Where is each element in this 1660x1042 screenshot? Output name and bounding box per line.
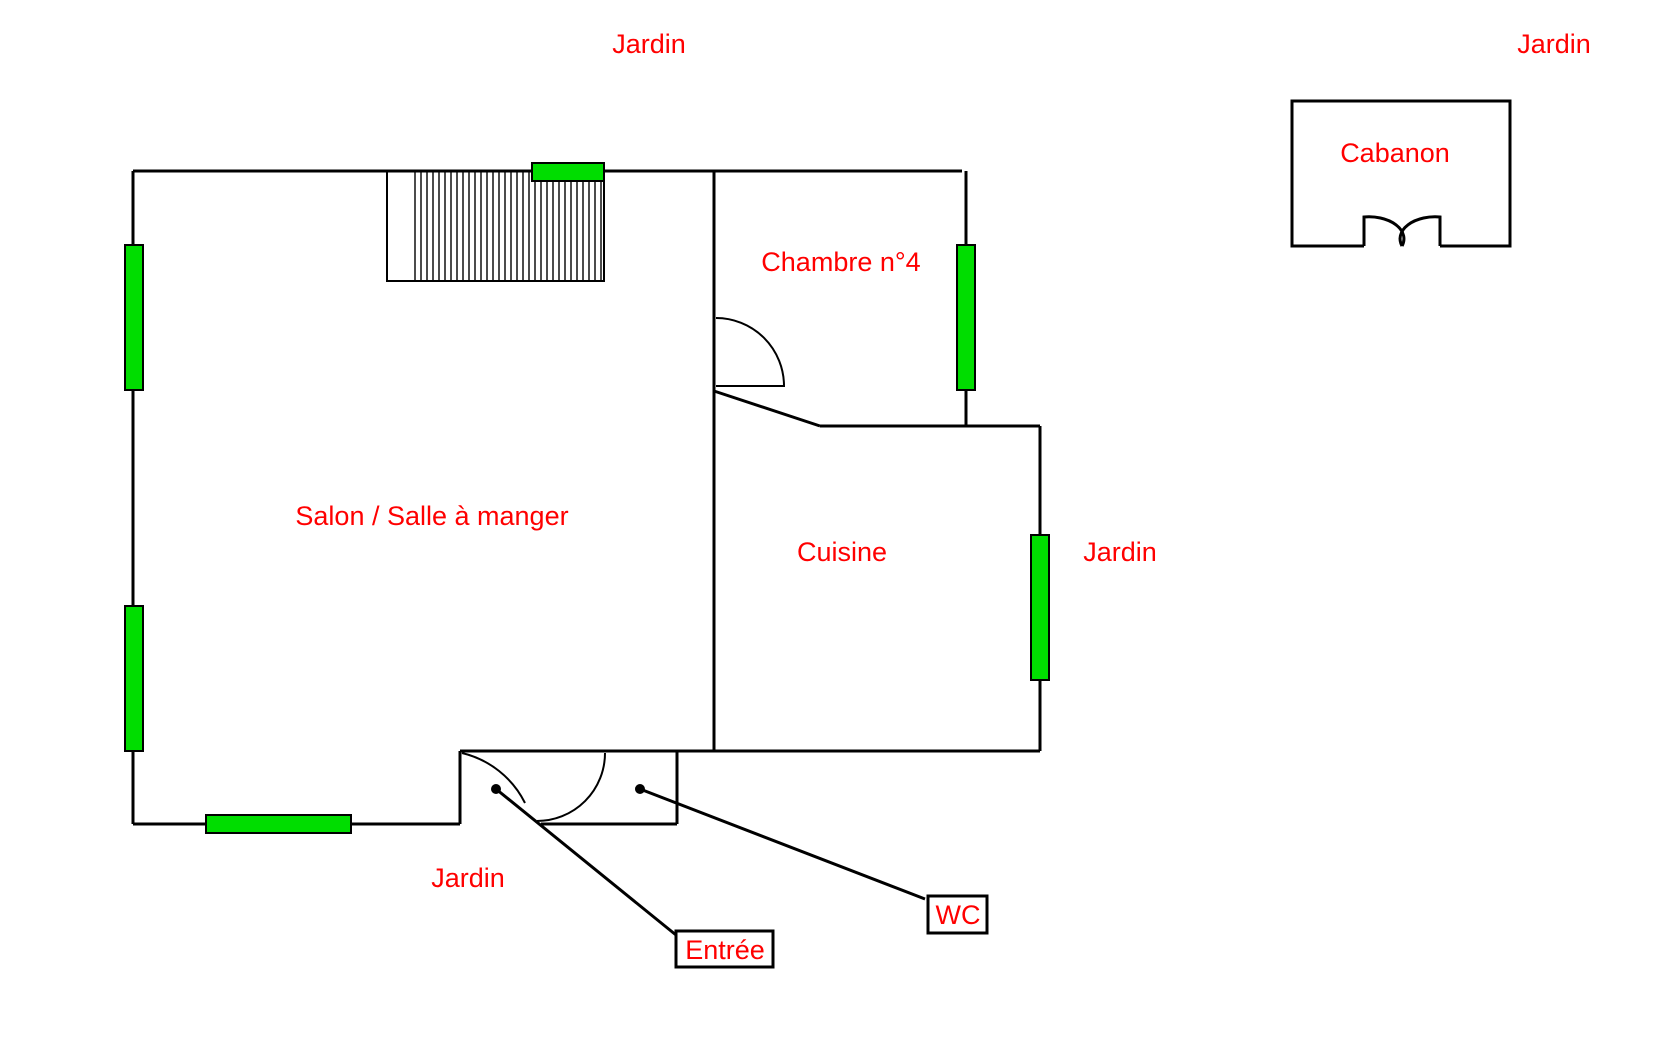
cabanon-walls [1290,99,1512,248]
window-left-lower [124,605,144,752]
label-entree: Entrée [685,935,765,965]
wall-chambre-diagonal [713,389,821,428]
window-top [531,162,605,182]
label-garden-bottom: Jardin [431,863,505,893]
windows [124,162,1050,834]
entree-pointer-line [495,787,677,937]
label-wc: WC [936,900,981,930]
label-chambre: Chambre n°4 [761,247,920,277]
label-garden-top-right: Jardin [1517,29,1591,59]
label-garden-top: Jardin [612,29,686,59]
wc-label-box [926,894,989,935]
window-bottom [205,814,352,834]
label-cabanon: Cabanon [1340,138,1450,168]
label-cuisine: Cuisine [797,537,887,567]
window-left-upper [124,244,144,391]
callouts [491,784,989,969]
entree-label-box [674,929,775,969]
doors [461,317,786,822]
labels: Jardin Jardin Cabanon Chambre n°4 Salon … [295,29,1590,965]
window-cuisine [1030,534,1050,681]
cabanon-door-left [1362,215,1406,247]
label-salon: Salon / Salle à manger [295,501,568,531]
wc-pointer-line [639,787,926,901]
label-garden-right: Jardin [1083,537,1157,567]
door-entry-arc [461,752,526,804]
door-wc-arc [536,752,606,822]
door-chambre-arc [715,317,786,387]
staircase [386,170,605,282]
cabanon-building [1290,99,1512,248]
cabanon-door-right [1398,215,1442,247]
window-chambre [956,244,976,391]
